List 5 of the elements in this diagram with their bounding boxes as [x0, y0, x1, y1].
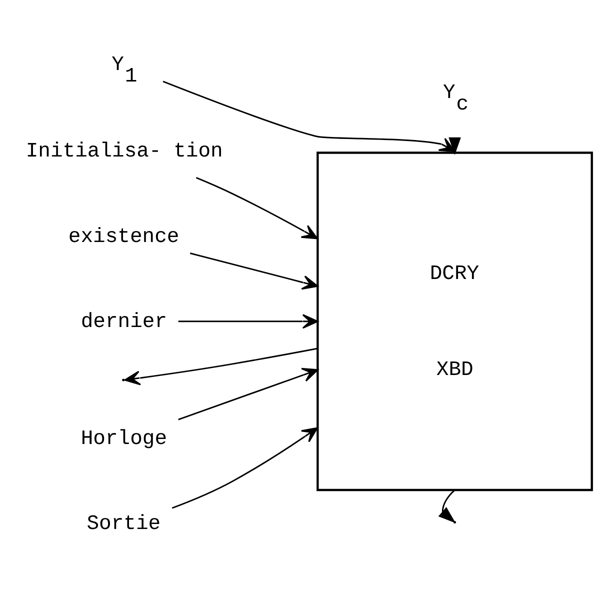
node-text: dernier [80, 310, 168, 334]
node-text: Sortie [86, 512, 161, 536]
node-text: existence [68, 225, 180, 248]
node-text: Initialisa- tion [26, 140, 223, 164]
node-text: Horloge [80, 428, 168, 451]
